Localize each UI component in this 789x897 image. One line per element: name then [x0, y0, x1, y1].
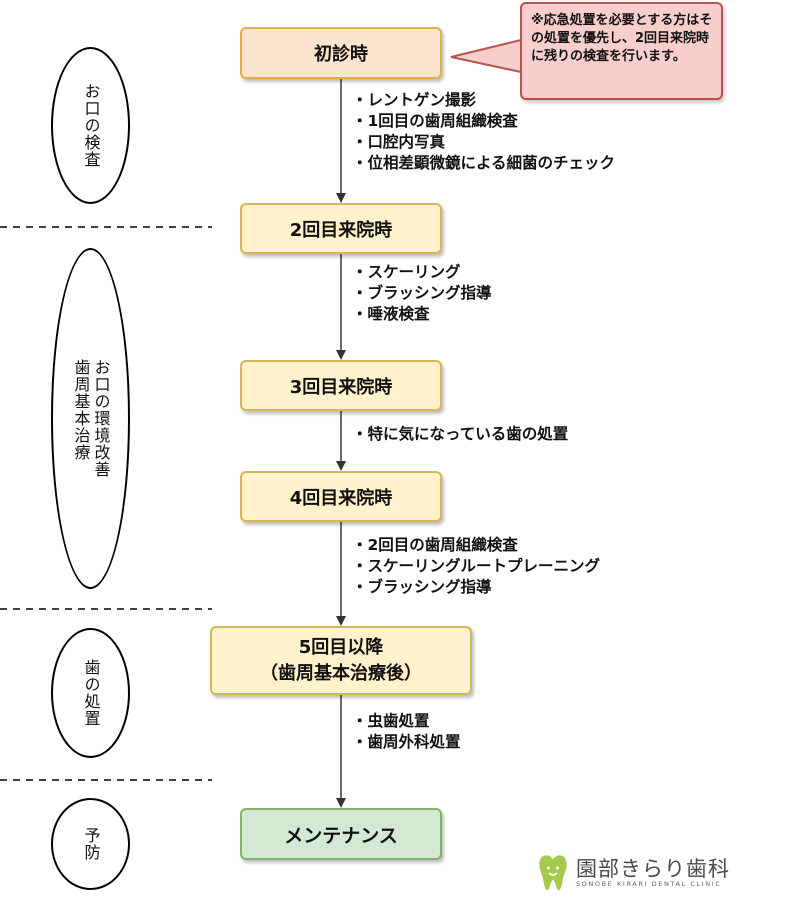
step-fifth-visit: 5回目以降 （歯周基本治療後） — [210, 626, 472, 695]
clinic-logo: 園部きらり歯科 SONOBE KIRARI DENTAL CLINIC — [536, 853, 741, 893]
step-first-visit: 初診時 — [240, 27, 442, 79]
action-item: 位相差顕微鏡による細菌のチェック — [352, 153, 616, 174]
emergency-note: ※応急処置を必要とする方はその処置を優先し、2回目来院時に残りの検査を行います。 — [520, 2, 723, 100]
step-label: 初診時 — [314, 44, 368, 65]
actions-fifth-visit: 虫歯処置 歯周外科処置 — [352, 711, 461, 753]
tooth-icon — [539, 855, 567, 891]
step-label: 4回目来院時 — [289, 487, 393, 509]
note-pointer — [450, 39, 522, 73]
step-label: 3回目来院時 — [289, 376, 393, 398]
action-item: 歯周外科処置 — [352, 732, 461, 753]
actions-second-visit: スケーリング ブラッシング指導 唾液検査 — [352, 262, 492, 325]
phase-exam-oval: お口の検査 — [51, 47, 130, 204]
action-item: 唾液検査 — [352, 304, 492, 325]
clinic-name-english: SONOBE KIRARI DENTAL CLINIC — [576, 880, 722, 888]
phase-treatment-oval: 歯の処置 — [51, 628, 130, 758]
action-item: 1回目の歯周組織検査 — [352, 111, 615, 132]
phase-label: お口の環境改善 歯周基本治療 — [71, 359, 111, 478]
phase-prevention-oval: 予防 — [51, 798, 130, 890]
step-second-visit: 2回目来院時 — [240, 203, 442, 254]
phase-environment-oval: お口の環境改善 歯周基本治療 — [51, 248, 130, 589]
action-item: スケーリングルートプレーニング — [352, 556, 601, 577]
step-label: 5回目以降 （歯周基本治療後） — [260, 636, 422, 684]
action-item: ブラッシング指導 — [352, 577, 600, 598]
step-maintenance: メンテナンス — [240, 808, 442, 860]
action-item: 特に気になっている歯の処置 — [352, 424, 569, 445]
action-item: 虫歯処置 — [352, 711, 461, 732]
phase-label: 予防 — [81, 827, 101, 861]
phase-label: 歯の処置 — [81, 659, 101, 727]
action-item: ブラッシング指導 — [352, 283, 492, 304]
action-item: 2回目の歯周組織検査 — [352, 535, 600, 556]
action-item: 口腔内写真 — [352, 132, 615, 153]
actions-first-visit: レントゲン撮影 1回目の歯周組織検査 口腔内写真 位相差顕微鏡による細菌のチェッ… — [352, 90, 616, 174]
step-third-visit: 3回目来院時 — [240, 360, 442, 411]
actions-fourth-visit: 2回目の歯周組織検査 スケーリングルートプレーニング ブラッシング指導 — [352, 535, 601, 598]
step-label: メンテナンス — [284, 824, 398, 847]
action-item: レントゲン撮影 — [352, 90, 615, 111]
clinic-name: 園部きらり歯科 — [576, 857, 730, 881]
step-fourth-visit: 4回目来院時 — [240, 471, 442, 522]
actions-third-visit: 特に気になっている歯の処置 — [352, 424, 569, 445]
step-label: 2回目来院時 — [289, 219, 393, 241]
action-item: スケーリング — [352, 262, 492, 283]
phase-label: お口の検査 — [81, 83, 101, 168]
